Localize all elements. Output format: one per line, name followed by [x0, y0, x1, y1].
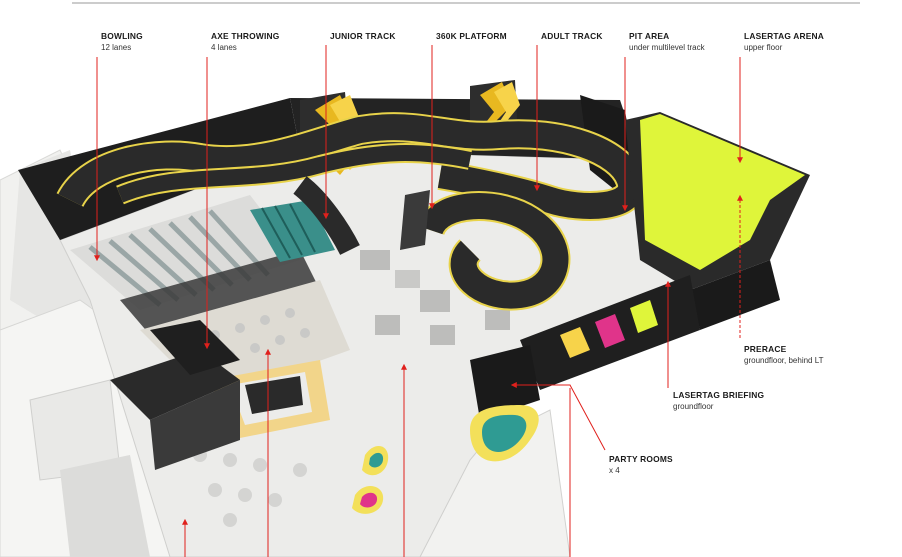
label-prerace: PRERACE groundfloor, behind LT	[744, 344, 823, 365]
kart-tracks	[56, 112, 646, 311]
label-axe-throwing: AXE THROWING 4 lanes	[211, 31, 279, 52]
label-bowling-title: BOWLING	[101, 31, 143, 41]
briefing-wall	[470, 275, 700, 462]
label-pit-area: PIT AREA under multilevel track	[629, 31, 705, 52]
floor-decor	[352, 445, 389, 514]
label-adult-track-title: ADULT TRACK	[541, 31, 603, 41]
label-bowling-sub: 12 lanes	[101, 43, 132, 52]
label-party-rooms-sub: x 4	[609, 466, 620, 475]
label-lasertag-briefing-title: LASERTAG BRIEFING	[673, 390, 765, 400]
label-party-rooms-title: PARTY ROOMS	[609, 454, 673, 464]
label-prerace-sub: groundfloor, behind LT	[744, 356, 824, 365]
label-adult-track: ADULT TRACK	[541, 31, 603, 41]
label-lasertag-briefing: LASERTAG BRIEFING groundfloor	[673, 390, 764, 411]
label-axe-throwing-title: AXE THROWING	[211, 31, 280, 41]
lasertag-building	[625, 112, 810, 330]
label-junior-track: JUNIOR TRACK	[330, 31, 396, 41]
bowling-lanes	[70, 195, 320, 335]
leader-lines	[94, 45, 743, 557]
label-axe-throwing-sub: 4 lanes	[211, 43, 237, 52]
label-360k-platform-title: 360K PLATFORM	[436, 31, 507, 41]
pit-furniture	[360, 250, 510, 345]
leader-party-rooms	[510, 382, 606, 451]
label-lasertag-arena-sub: upper floor	[744, 43, 783, 52]
label-lasertag-arena: LASERTAG ARENA upper floor	[744, 31, 824, 52]
kitchen-block	[110, 320, 240, 470]
label-party-rooms: PARTY ROOMS x 4	[609, 454, 673, 475]
label-360k-platform: 360K PLATFORM	[436, 31, 507, 41]
label-bowling: BOWLING 12 lanes	[101, 31, 143, 52]
label-pit-area-title: PIT AREA	[629, 31, 670, 41]
label-junior-track-title: JUNIOR TRACK	[330, 31, 396, 41]
label-lasertag-arena-title: LASERTAG ARENA	[744, 31, 825, 41]
label-lasertag-briefing-sub: groundfloor	[673, 402, 714, 411]
label-prerace-title: PRERACE	[744, 344, 787, 354]
axe-throwing-lanes	[250, 200, 335, 262]
label-pit-area-sub: under multilevel track	[629, 43, 705, 52]
